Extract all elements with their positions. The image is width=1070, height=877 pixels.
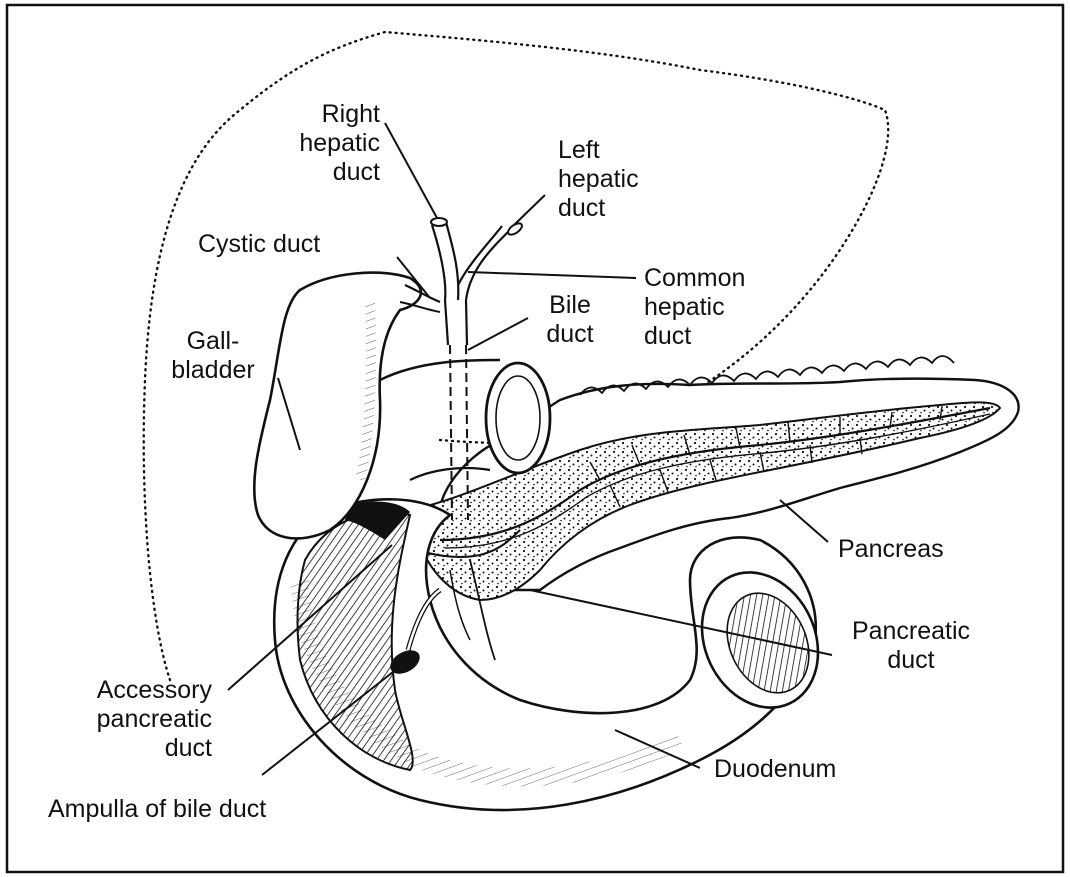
label-cystic-duct: Cystic duct (198, 230, 320, 259)
label-bile-duct: Bile duct (520, 291, 620, 349)
label-accessory-pancreatic-duct: Accessory pancreatic duct (50, 676, 212, 763)
label-common-hepatic-duct: Common hepatic duct (644, 264, 804, 351)
label-ampulla-of-bile-duct: Ampulla of bile duct (48, 795, 266, 824)
common-hepatic-duct (445, 300, 467, 345)
left-hepatic-duct (458, 226, 508, 300)
right-hepatic-duct (432, 222, 458, 300)
label-duodenum: Duodenum (714, 755, 836, 784)
label-right-hepatic-duct: Right hepatic duct (260, 100, 380, 187)
label-pancreas: Pancreas (838, 535, 944, 564)
label-pancreatic-duct: Pancreatic duct (836, 617, 986, 675)
label-left-hepatic-duct: Left hepatic duct (558, 136, 698, 223)
label-gallbladder: Gall- bladder (148, 327, 278, 385)
